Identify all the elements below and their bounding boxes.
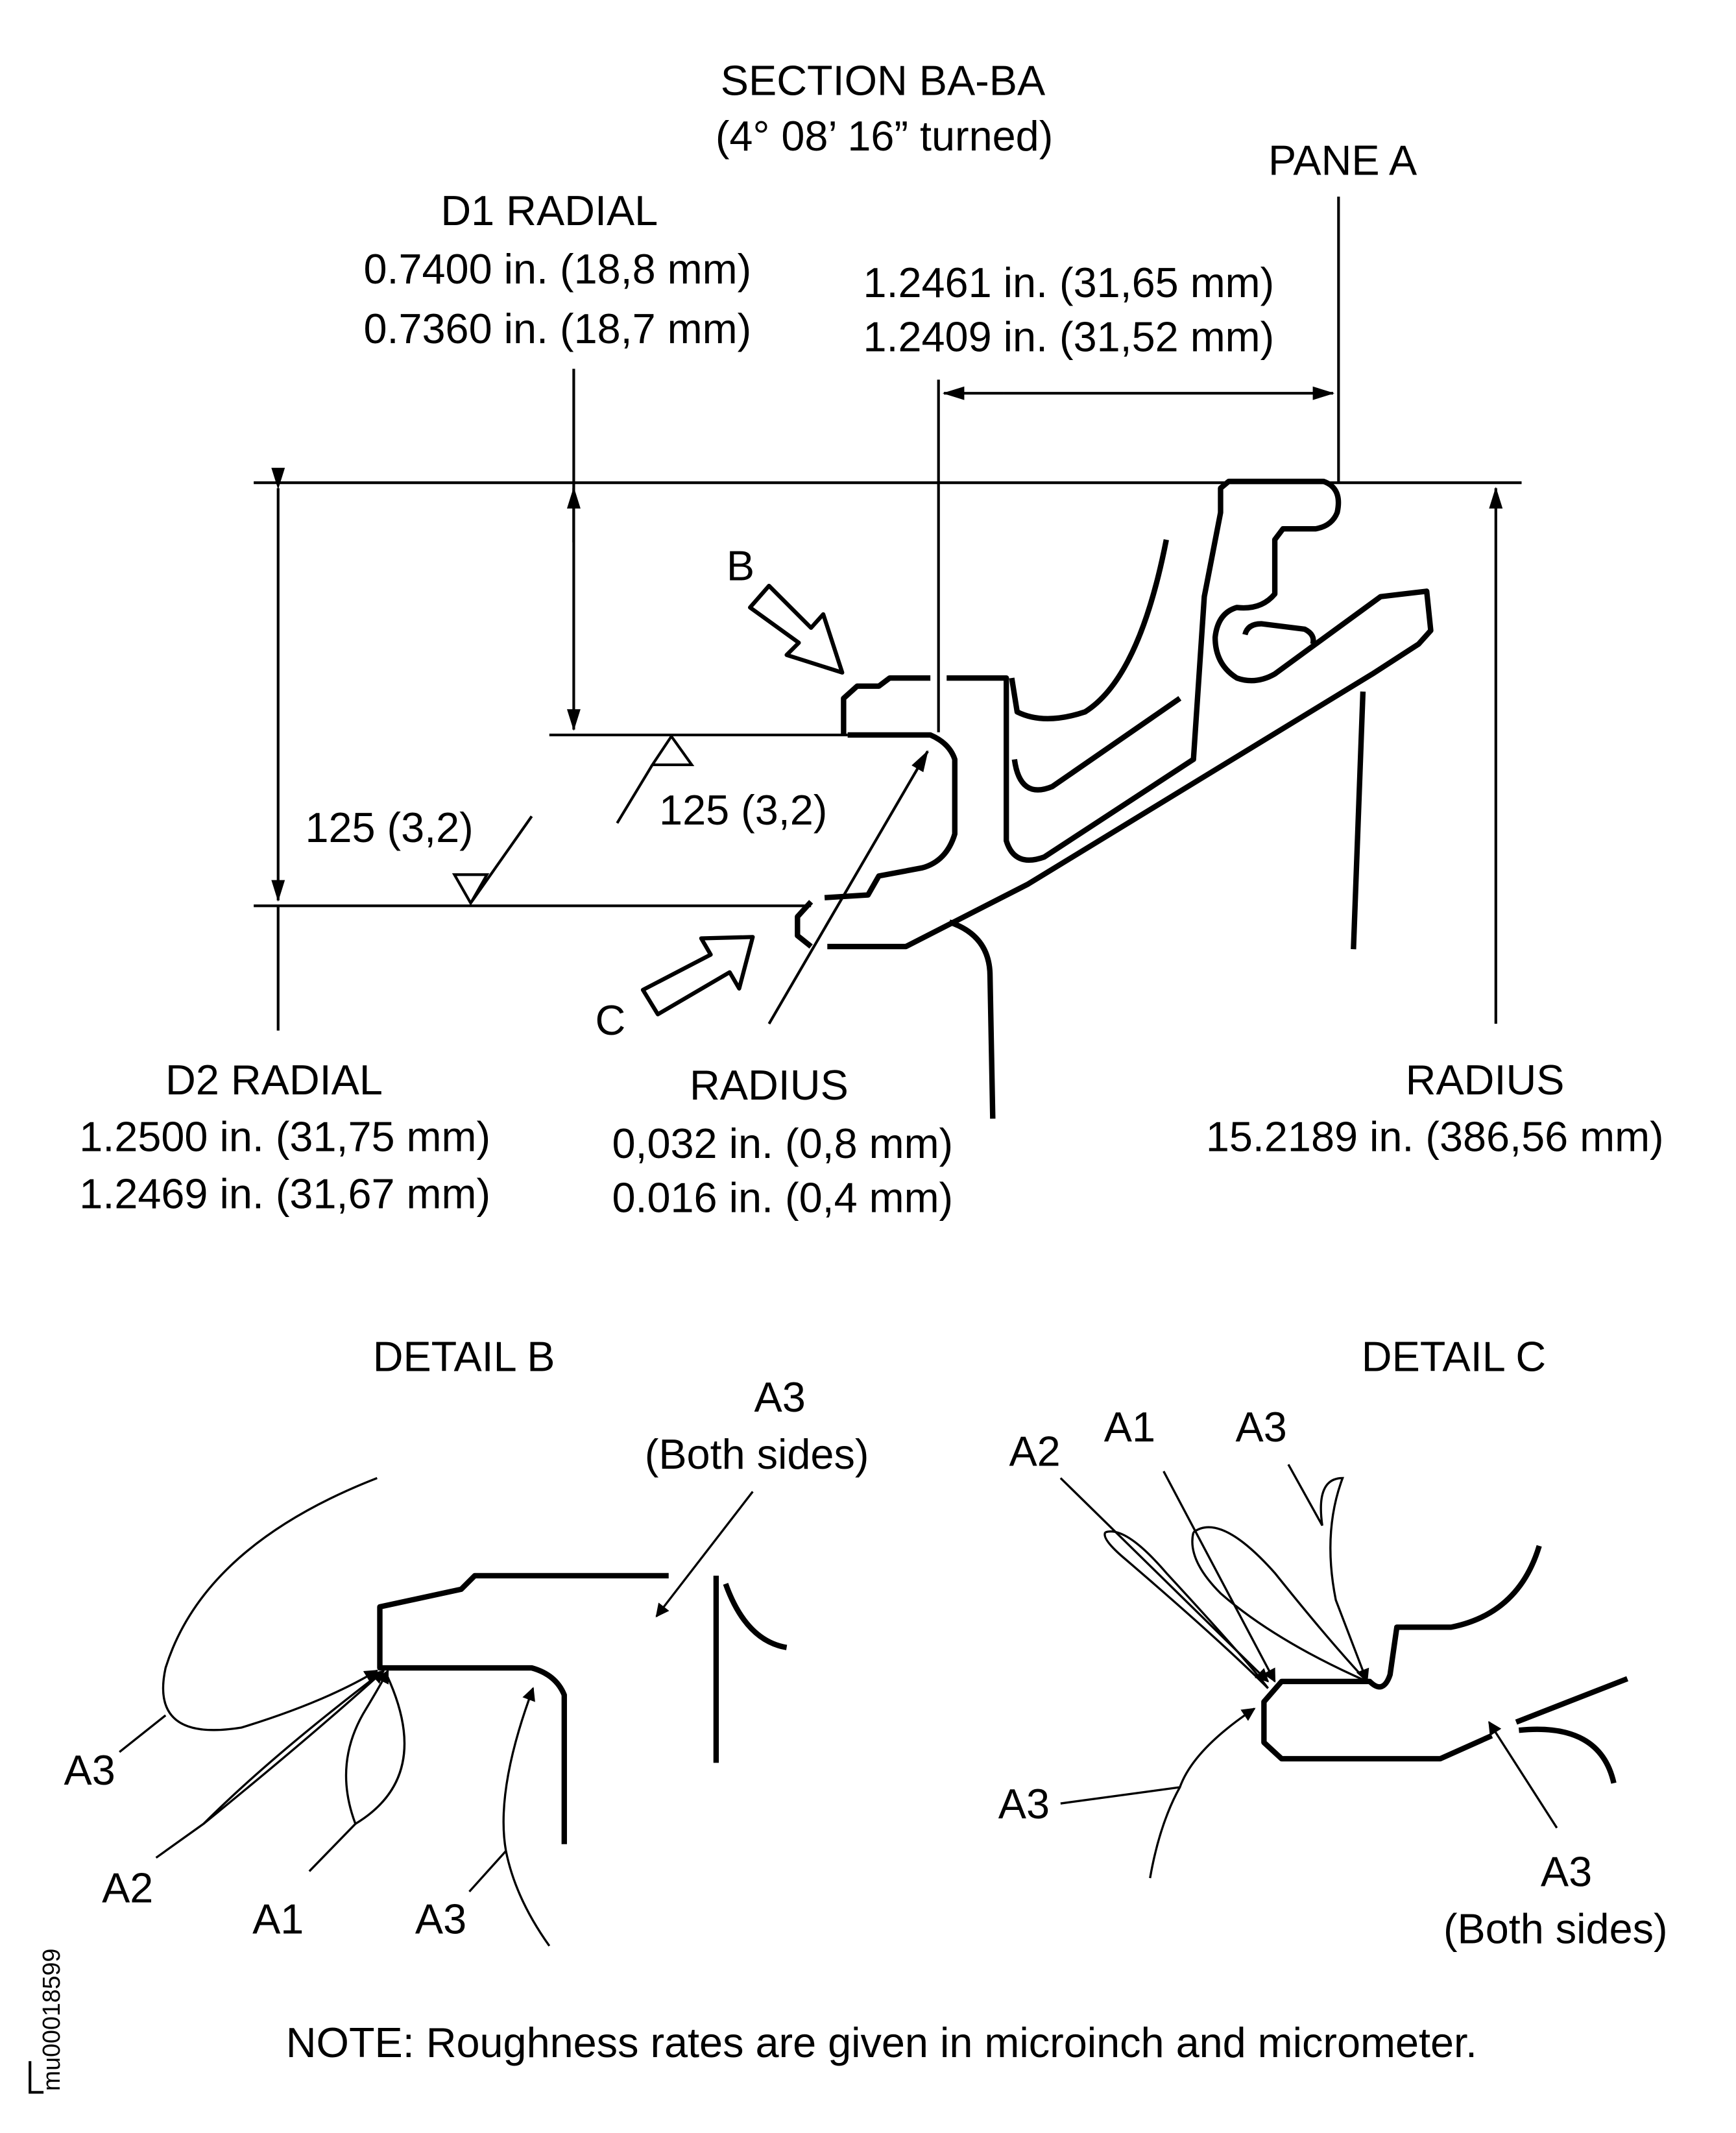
d2-max: 1.2500 in. (31,75 mm) bbox=[79, 1113, 490, 1161]
section-subtitle: (4° 08’ 16” turned) bbox=[716, 112, 1053, 160]
d1-label: D1 RADIAL bbox=[440, 187, 658, 234]
radius-small-min: 0.016 in. (0,4 mm) bbox=[612, 1174, 953, 1222]
detail-c-a3-right: A3 bbox=[1541, 1848, 1592, 1896]
detail-c-a1: A1 bbox=[1104, 1403, 1155, 1451]
detail-b: DETAIL B A3 (Both sides) A3 A2 A1 A3 bbox=[64, 1332, 869, 1947]
detail-c-a3-top: A3 bbox=[1236, 1403, 1287, 1451]
figure-id: mu00018599 bbox=[29, 1949, 65, 2094]
radius-large-value: 15.2189 in. (386,56 mm) bbox=[1206, 1113, 1664, 1161]
view-b-label: B bbox=[727, 542, 754, 590]
detail-c-a3-left: A3 bbox=[998, 1780, 1050, 1827]
view-b-arrow bbox=[748, 583, 845, 675]
view-c-arrow bbox=[640, 935, 755, 1017]
detail-c: DETAIL C A2 A1 A3 A3 A3 (Both sides) bbox=[998, 1332, 1668, 1952]
d1-max: 0.7400 in. (18,8 mm) bbox=[363, 245, 751, 293]
radius-small-leader bbox=[767, 750, 929, 1025]
roughness-symbol-left bbox=[452, 815, 533, 906]
detail-b-a2: A2 bbox=[102, 1864, 153, 1912]
detail-b-a3-top: A3 bbox=[754, 1373, 806, 1421]
d1-min: 0.7360 in. (18,7 mm) bbox=[363, 305, 751, 352]
roughness-mid-label: 125 (3,2) bbox=[659, 786, 827, 834]
width-dim-min: 1.2409 in. (31,52 mm) bbox=[863, 313, 1274, 360]
part-section-outline bbox=[795, 478, 1434, 1119]
detail-b-a1: A1 bbox=[252, 1896, 304, 1943]
d2-min: 1.2469 in. (31,67 mm) bbox=[79, 1170, 490, 1217]
detail-b-a3-bottom: A3 bbox=[415, 1896, 466, 1943]
width-dim-max: 1.2461 in. (31,65 mm) bbox=[863, 259, 1274, 306]
detail-b-title: DETAIL B bbox=[373, 1332, 555, 1380]
roughness-symbol-mid bbox=[616, 734, 695, 824]
detail-c-title: DETAIL C bbox=[1362, 1332, 1546, 1380]
view-c-label: C bbox=[595, 996, 625, 1044]
roughness-note: NOTE: Roughness rates are given in micro… bbox=[286, 2019, 1477, 2066]
roughness-left-label: 125 (3,2) bbox=[305, 804, 473, 851]
d2-label: D2 RADIAL bbox=[165, 1056, 383, 1103]
detail-c-a2: A2 bbox=[1009, 1428, 1060, 1475]
radius-small-label: RADIUS bbox=[690, 1061, 849, 1109]
radius-small-max: 0,032 in. (0,8 mm) bbox=[612, 1120, 953, 1167]
detail-b-a3-left: A3 bbox=[64, 1746, 115, 1794]
figure-id-text: mu00018599 bbox=[38, 1949, 65, 2091]
detail-c-a3-right-note: (Both sides) bbox=[1443, 1905, 1668, 1952]
detail-b-a3-top-note: (Both sides) bbox=[645, 1430, 869, 1478]
section-title: SECTION BA-BA bbox=[721, 56, 1046, 104]
radius-large-label: RADIUS bbox=[1406, 1056, 1565, 1103]
pane-a-label: PANE A bbox=[1268, 137, 1417, 184]
